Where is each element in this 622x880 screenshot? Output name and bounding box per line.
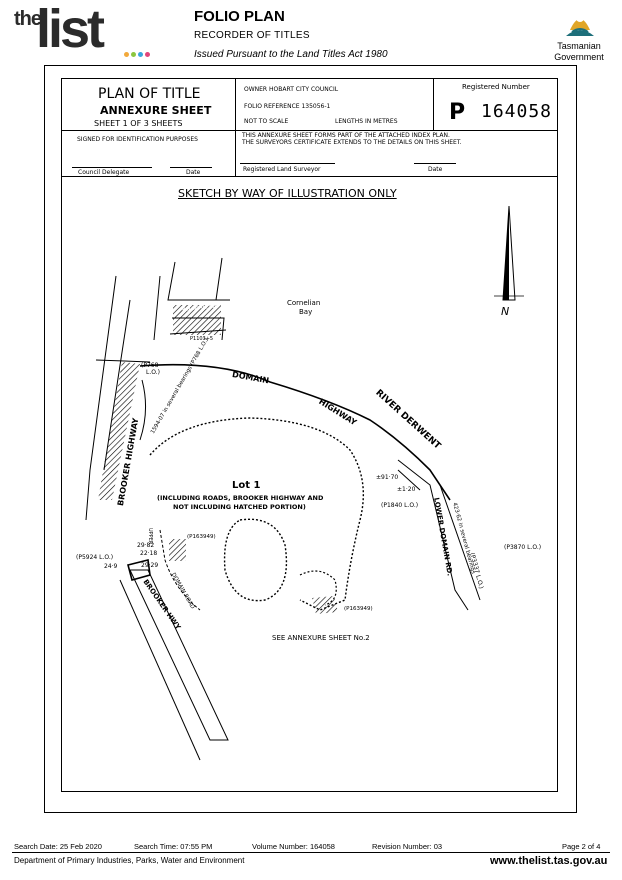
label-120: ±1·20 — [397, 486, 416, 493]
volume-number: Volume Number: 164058 — [252, 842, 335, 851]
revision-number: Revision Number: 03 — [372, 842, 443, 851]
logo-dot-orange — [124, 52, 129, 57]
folio-reference: FOLIO REFERENCE 135056-1 — [244, 103, 331, 110]
registered-prefix: P — [449, 100, 466, 125]
title-block-divider — [61, 130, 558, 131]
label-p1103: P1103+5 — [190, 336, 214, 342]
logo-dot-green — [131, 52, 136, 57]
logo-dot-blue — [138, 52, 143, 57]
inner-excluded-area — [223, 518, 288, 602]
hatched-residential-lots — [173, 305, 221, 335]
eastern-boundary-line — [439, 484, 481, 601]
surveyor-signature-line — [240, 163, 335, 164]
upper-domain-road-line — [159, 529, 201, 611]
lot-1-boundary — [149, 417, 365, 611]
label-cornelian: Cornelian — [287, 299, 321, 307]
sketch-title: SKETCH BY WAY OF ILLUSTRATION ONLY — [178, 187, 397, 200]
domain-highway-boundary — [139, 363, 451, 501]
council-date-line — [170, 167, 212, 168]
plan-sheet-border — [61, 78, 558, 792]
north-arrow-icon — [494, 205, 524, 301]
signed-label: SIGNED FOR IDENTIFICATION PURPOSES — [77, 136, 198, 143]
title-block-vline-1 — [235, 78, 236, 176]
label-p768-b: L.O.) — [146, 369, 160, 376]
annexure-note-1: THIS ANNEXURE SHEET FORMS PART OF THE AT… — [242, 132, 450, 139]
logo-list: list — [36, 0, 105, 59]
hatched-portion-east — [312, 596, 338, 614]
hatched-brooker-strip — [98, 362, 140, 500]
surveyor-date-line — [414, 163, 456, 164]
label-p163949-a: (P163949) — [187, 534, 216, 540]
label-p5924: (P5924 L.O.) — [76, 554, 114, 561]
label-bay: Bay — [299, 308, 313, 316]
label-2218: 22·18 — [140, 550, 158, 557]
council-signature-line — [72, 167, 152, 168]
folio-plan-title: FOLIO PLAN — [194, 8, 285, 25]
issued-pursuant-text: Issued Pursuant to the Land Titles Act 1… — [194, 49, 388, 60]
council-delegate-label: Council Delegate — [78, 169, 130, 176]
label-2982: 29·82 — [137, 542, 155, 549]
page-number: Page 2 of 4 — [562, 842, 601, 851]
logo-dot-pink — [145, 52, 150, 57]
surveyor-label: Registered Land Surveyor — [243, 166, 321, 173]
label-lot-desc-1: (INCLUDING ROADS, BROOKER HIGHWAY AND — [157, 494, 324, 502]
label-249: 24·9 — [104, 563, 118, 570]
lower-domain-road-line — [397, 459, 469, 611]
sheet-of-sheets: SHEET 1 OF 3 SHEETS — [94, 119, 183, 128]
footer-divider — [12, 852, 610, 853]
annexure-note-2: THE SURVEYORS CERTIFICATE EXTENDS TO THE… — [242, 139, 462, 146]
label-upper: UPPER — [147, 528, 153, 545]
recorder-of-titles: RECORDER OF TITLES — [194, 30, 310, 41]
label-p3870: (P3870 L.O.) — [504, 544, 542, 551]
website-link[interactable]: www.thelist.tas.gov.au — [490, 855, 608, 867]
date-right-label: Date — [428, 166, 443, 173]
plan-of-title: PLAN OF TITLE — [98, 86, 201, 102]
annexure-sheet: ANNEXURE SHEET — [100, 104, 212, 117]
brooker-highway-south — [129, 569, 229, 741]
label-north: N — [501, 305, 510, 318]
search-date: Search Date: 25 Feb 2020 — [14, 842, 102, 851]
owner-text: OWNER HOBART CITY COUNCIL — [244, 86, 339, 93]
label-p1840: (P1840 L.O.) — [381, 502, 419, 509]
junction-survey-marks — [127, 559, 151, 581]
date-left-label: Date — [186, 169, 201, 176]
registered-number: 164058 — [481, 101, 553, 122]
label-p768-a: (P768 — [141, 362, 159, 369]
label-p163949-b: (P163949) — [344, 606, 373, 612]
title-block-bottom — [61, 176, 558, 177]
department-name: Department of Primary Industries, Parks,… — [14, 856, 245, 865]
brooker-highway-west-edge — [119, 579, 201, 761]
tasmanian-government-emblem-icon — [566, 14, 594, 36]
search-time: Search Time: 07:55 PM — [134, 842, 213, 851]
label-lot-desc-2: NOT INCLUDING HATCHED PORTION) — [173, 503, 306, 511]
registered-number-label: Registered Number — [462, 83, 530, 91]
scale-text: NOT TO SCALE — [244, 118, 289, 125]
hatched-portion-west — [169, 539, 186, 561]
logo-the: the — [14, 8, 42, 30]
gov-line-1: Tasmanian — [557, 41, 601, 51]
tasmanian-government-name: Tasmanian Government — [548, 41, 610, 63]
label-2929: 29·29 — [141, 562, 159, 569]
label-see-annexure: SEE ANNEXURE SHEET No.2 — [272, 634, 370, 642]
plan-outer-frame — [44, 65, 577, 813]
title-block-vline-2 — [433, 78, 434, 130]
lengths-text: LENGTHS IN METRES — [335, 118, 398, 125]
road-junction-line — [397, 469, 421, 491]
boundary-line-west — [139, 379, 146, 441]
gov-line-2: Government — [554, 52, 604, 62]
label-9170: ±91·70 — [376, 474, 399, 481]
label-lot-1: Lot 1 — [232, 480, 261, 491]
